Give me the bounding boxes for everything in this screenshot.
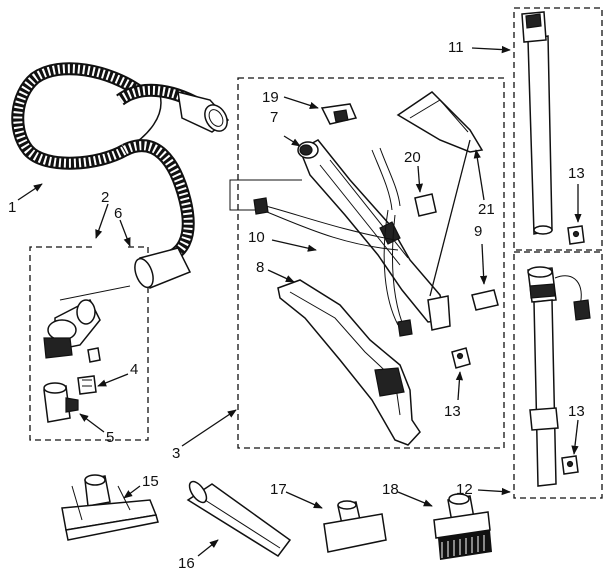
handle-cover (396, 91, 484, 153)
hose-cuff-top (177, 90, 230, 133)
handle-wires (229, 147, 413, 337)
screw-lower-wand (561, 455, 579, 475)
hose-end-fitting (43, 382, 79, 423)
screw-handle (451, 347, 471, 369)
leader-lines (17, 45, 582, 557)
label-part-3: 3 (172, 445, 180, 462)
label-part-5: 5 (106, 429, 114, 446)
label-part-20: 20 (404, 149, 421, 166)
label-part-12: 12 (456, 481, 473, 498)
handle-lower-half (277, 279, 421, 446)
part-labels: 1 2 6 4 5 3 19 7 20 21 10 9 8 13 11 13 1… (8, 39, 585, 572)
label-part-13-lower: 13 (568, 403, 585, 420)
upholstery-tool (323, 500, 387, 553)
upper-wand (521, 11, 553, 235)
label-part-21: 21 (478, 201, 495, 218)
group-box-lower-wand (513, 251, 603, 499)
label-part-19: 19 (262, 89, 279, 106)
floor-brush (61, 474, 159, 541)
label-part-7: 7 (270, 109, 278, 126)
label-part-4: 4 (130, 361, 138, 378)
small-knob (414, 193, 437, 217)
screw-upper-wand (567, 225, 585, 245)
group-box-handle-assembly (237, 77, 505, 449)
label-part-2: 2 (101, 189, 109, 206)
label-part-18: 18 (382, 481, 399, 498)
latch-clip (471, 289, 499, 311)
hose-cuff-bottom (134, 247, 192, 289)
lower-wand (527, 266, 591, 487)
hose-coil (11, 62, 230, 289)
label-part-8: 8 (256, 259, 264, 276)
swivel-connector (43, 285, 131, 363)
label-part-13-handle: 13 (444, 403, 461, 420)
label-part-13-upper: 13 (568, 165, 585, 182)
crevice-tool (186, 480, 292, 557)
small-clip (320, 103, 358, 125)
label-part-9: 9 (474, 223, 482, 240)
label-part-11: 11 (448, 39, 464, 56)
dusting-brush (433, 493, 492, 560)
label-part-10: 10 (248, 229, 265, 246)
label-part-17: 17 (270, 481, 287, 498)
group-box-upper-wand (513, 7, 603, 251)
label-part-15: 15 (142, 473, 159, 490)
label-part-16: 16 (178, 555, 195, 572)
label-part-6: 6 (114, 205, 122, 222)
clip-part (77, 375, 97, 395)
handle-body (297, 139, 451, 331)
label-part-1: 1 (8, 199, 16, 216)
group-box-hose-assembly (29, 246, 149, 441)
